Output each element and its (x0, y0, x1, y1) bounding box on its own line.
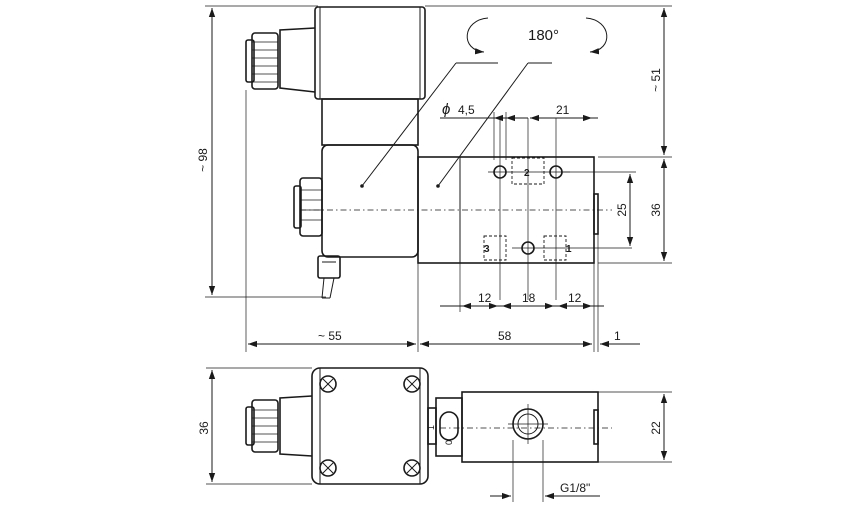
dim-thread: G1/8" (560, 481, 590, 495)
top-dimensions: ~ 98 ~ 51 36 25 ϕ 4,5 21 12 18 (196, 5, 672, 352)
coil-top-housing (314, 6, 426, 100)
dim-21: 21 (556, 103, 570, 117)
valve-cap (593, 193, 599, 235)
port-1-label: 1 (566, 244, 572, 255)
connector-nut (245, 32, 279, 90)
dim-12-left: 12 (478, 291, 492, 305)
dim-phi-symbol: ϕ (442, 101, 450, 118)
pilot-knob (439, 411, 459, 441)
dim-18: 18 (522, 291, 536, 305)
pilot-nut (293, 177, 323, 237)
dim-25: 25 (615, 203, 629, 217)
connector-neck (279, 27, 316, 93)
rotate-cw-arrow-icon (585, 17, 608, 55)
manual-override (317, 255, 341, 299)
dim-98: ~ 98 (196, 148, 210, 172)
coil-sleeve (321, 98, 419, 146)
dim-22: 22 (649, 421, 663, 435)
side-view: 180° 2 3 1 (245, 6, 632, 300)
port-2-label: 2 (524, 168, 530, 179)
dim-55: ~ 55 (318, 329, 342, 343)
dim-phi-value: 4,5 (458, 103, 475, 117)
dim-36-left: 36 (197, 421, 211, 435)
port-3-hidden (483, 235, 507, 261)
connector-plan-nut (245, 399, 279, 453)
port-3-label: 3 (484, 244, 490, 255)
valve-plan-cap (593, 409, 599, 445)
override-label-0: 0 (444, 440, 454, 445)
rotate-ccw-arrow-icon (466, 17, 489, 55)
connector-plan-neck (279, 395, 313, 457)
rotation-label: 180° (528, 27, 559, 44)
dim-1: 1 (614, 329, 621, 343)
dim-58: 58 (498, 329, 512, 343)
dim-36-right: 36 (649, 203, 663, 217)
dim-12-right: 12 (568, 291, 582, 305)
dim-51: ~ 51 (649, 68, 663, 92)
override-label-1: 1 (426, 425, 436, 430)
coil-body (321, 144, 419, 258)
valve-plan-body (461, 391, 599, 463)
screw-icon (319, 375, 421, 477)
plan-view: 1 0 36 22 G1/8" (197, 367, 672, 502)
